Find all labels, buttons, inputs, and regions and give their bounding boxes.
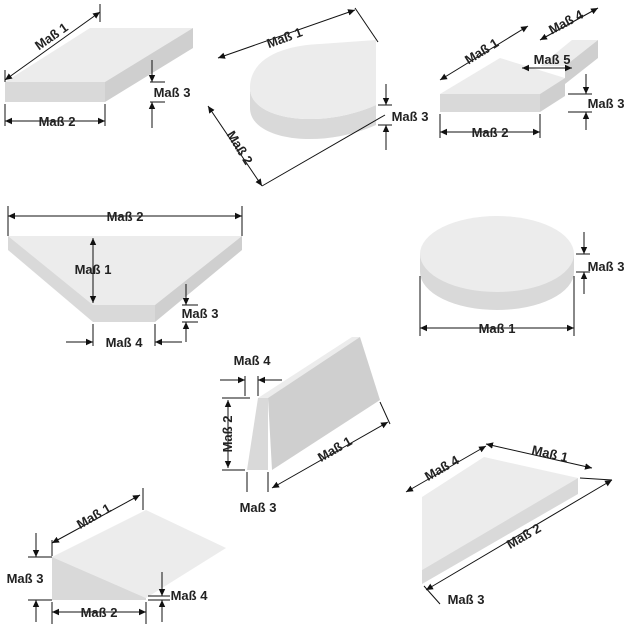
label-mass-3: Maß 3: [448, 592, 485, 607]
label-mass-4: Maß 4: [546, 6, 586, 37]
label-mass-5: Maß 5: [534, 52, 571, 67]
disc-side-face: [250, 88, 376, 140]
label-mass-3: Maß 3: [182, 306, 219, 321]
round-disc: Maß 1 Maß 3: [419, 216, 625, 336]
label-mass-3: Maß 3: [588, 96, 625, 111]
label-mass-1: Maß 1: [74, 500, 113, 531]
slab-right-face: [105, 28, 193, 102]
dim-line-1: [271, 421, 389, 489]
bevel-bar: Maß 4 Maß 2 Maß 1 Maß 3: [220, 337, 391, 515]
dim-line-2: [425, 479, 613, 591]
dim-line-1: [51, 494, 141, 544]
slab-front-face: [5, 82, 105, 102]
step-right-face: [540, 78, 565, 112]
label-mass-3: Maß 3: [392, 109, 429, 124]
label-mass-2: Maß 2: [107, 209, 144, 224]
quarter-disc: Maß 1 Maß 2 Maß 3: [207, 7, 429, 187]
label-mass-4: Maß 4: [106, 335, 144, 350]
trapezoid-slab: Maß 2 Maß 1 Maß 3 Maß 4: [7, 206, 243, 350]
bar-top-face: [258, 337, 360, 398]
dim-line-4: [405, 445, 487, 493]
bar-bevel-face: [247, 398, 268, 470]
ext-line: [579, 477, 613, 481]
dim-line-1: [217, 9, 356, 59]
step-front-face: [440, 94, 540, 112]
label-mass-2: Maß 2: [39, 114, 76, 129]
ext-line: [354, 7, 379, 43]
ext-line: [261, 114, 386, 187]
rectangular-slab: Maß 1 Maß 2 Maß 3: [4, 4, 193, 129]
wedge-front-face: [52, 557, 146, 600]
label-mass-3: Maß 3: [240, 500, 277, 515]
ext-line: [423, 585, 441, 605]
wedge-top-face: [52, 510, 226, 598]
dim-line-4: [539, 7, 599, 41]
dim-line-2: [207, 105, 263, 187]
label-mass-2: Maß 2: [472, 125, 509, 140]
step-upper-side: [565, 40, 598, 84]
step-upper-top: [540, 40, 598, 66]
trap-left-face: [8, 236, 93, 322]
trap-top-face: [8, 236, 242, 305]
label-mass-1: Maß 1: [479, 321, 516, 336]
label-mass-3: Maß 3: [588, 259, 625, 274]
wedge: Maß 1 Maß 3 Maß 2 Maß 4: [7, 488, 226, 624]
label-mass-3: Maß 3: [7, 571, 44, 586]
ext-line: [379, 401, 391, 425]
label-mass-1: Maß 1: [530, 442, 569, 465]
dim-line-1: [485, 442, 593, 470]
trap-right-face: [155, 236, 242, 322]
round-disc-top: [420, 216, 574, 292]
dim-line-1: [4, 11, 101, 81]
label-mass-1: Maß 1: [75, 262, 112, 277]
label-mass-2: Maß 2: [224, 128, 256, 167]
disc-top-face: [250, 40, 376, 120]
label-mass-2: Maß 2: [81, 605, 118, 620]
trap-front-face: [93, 305, 155, 322]
trapezoid-plate: Maß 4 Maß 1 Maß 2 Maß 3: [405, 442, 613, 607]
stepped-slab: Maß 1 Maß 4 Maß 5 Maß 2 Maß 3: [439, 6, 625, 140]
label-mass-3: Maß 3: [154, 85, 191, 100]
label-mass-2: Maß 2: [220, 416, 235, 453]
dim-line-1: [439, 25, 529, 81]
label-mass-4: Maß 4: [171, 588, 209, 603]
label-mass-4: Maß 4: [234, 353, 272, 368]
